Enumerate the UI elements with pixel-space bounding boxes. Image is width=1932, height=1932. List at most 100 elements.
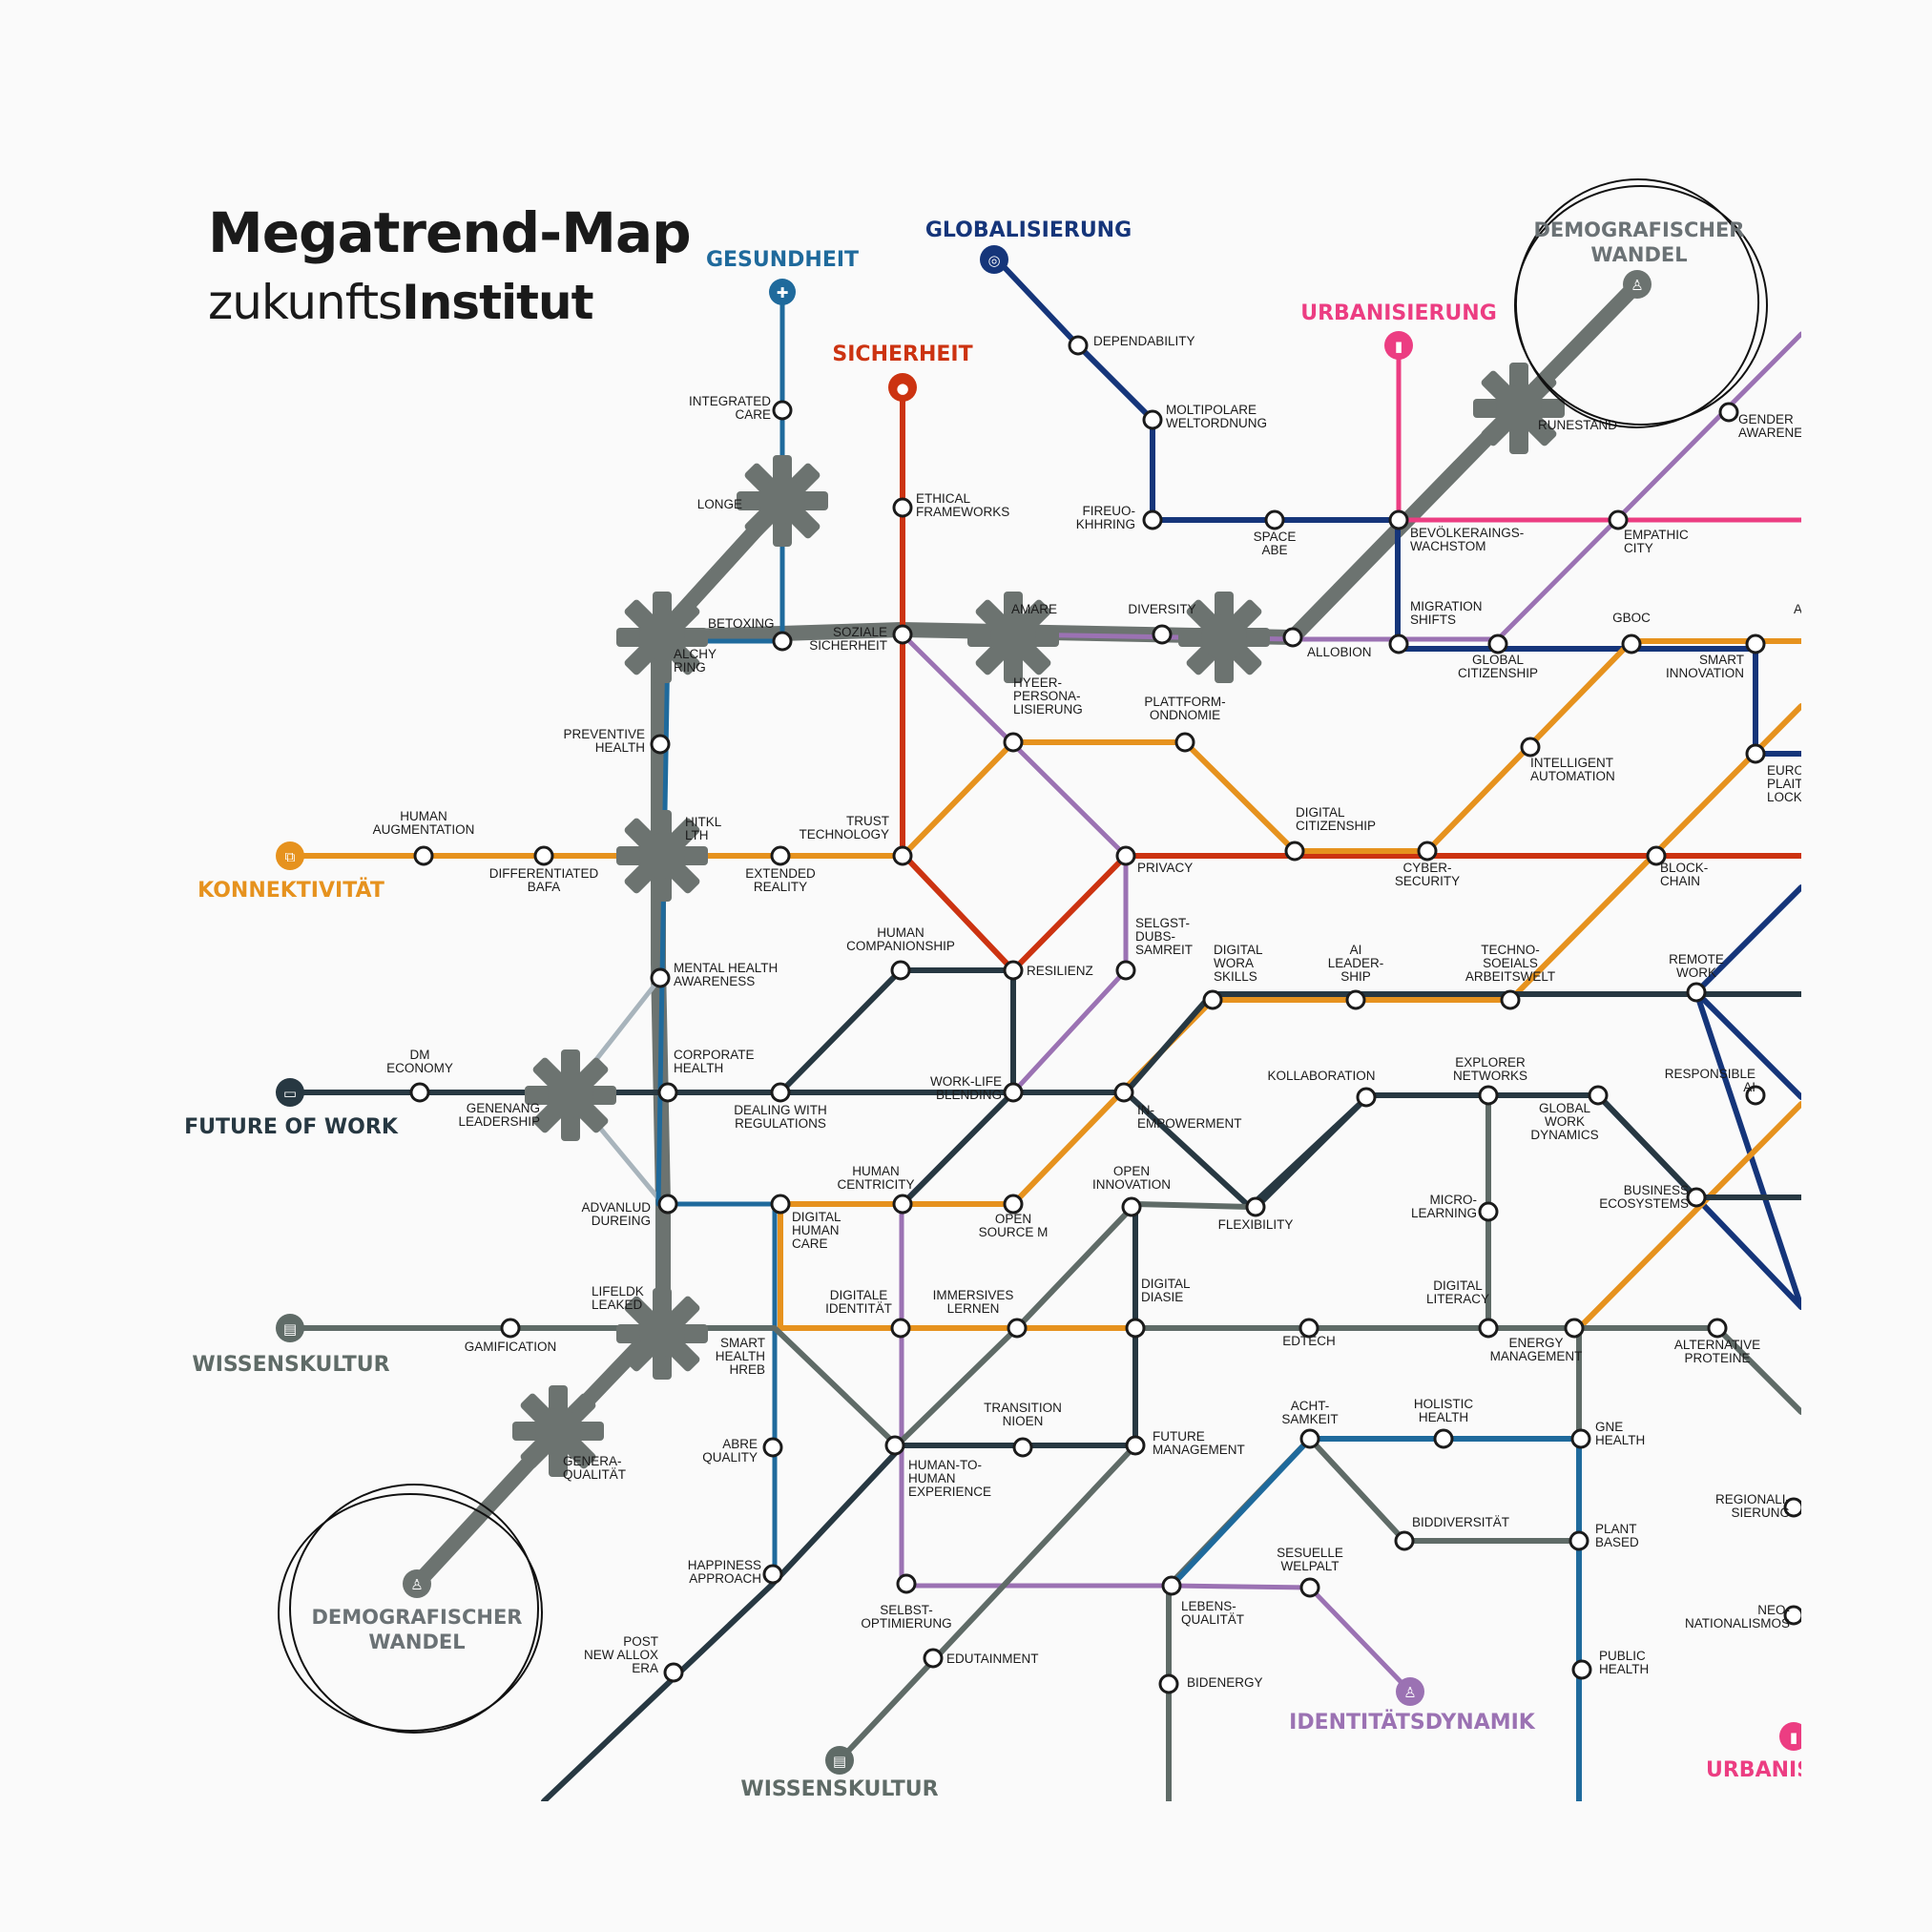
station-dot[interactable] bbox=[1125, 1435, 1146, 1456]
station-dot[interactable] bbox=[1068, 335, 1089, 356]
station-dot[interactable] bbox=[663, 1662, 684, 1683]
health-icon[interactable] bbox=[769, 279, 796, 305]
station-dot[interactable] bbox=[1500, 989, 1521, 1010]
station[interactable]: GAMIFICATION bbox=[465, 1318, 557, 1354]
station-dot[interactable] bbox=[650, 967, 671, 988]
knowledge-icon[interactable] bbox=[276, 1314, 304, 1342]
station-dot[interactable] bbox=[1621, 634, 1642, 654]
station[interactable]: FLEXIBILITY bbox=[1218, 1196, 1294, 1232]
station-dot[interactable] bbox=[1568, 1530, 1589, 1551]
station-dot[interactable] bbox=[1478, 1318, 1499, 1339]
laptop-icon[interactable] bbox=[276, 1078, 304, 1107]
station-dot[interactable] bbox=[533, 845, 554, 866]
station-dot[interactable] bbox=[1571, 1659, 1592, 1680]
station-dot[interactable] bbox=[1388, 634, 1409, 654]
knowledge-icon[interactable] bbox=[825, 1746, 854, 1775]
station-dot[interactable] bbox=[772, 631, 793, 652]
station-dot[interactable] bbox=[1003, 1082, 1024, 1103]
station-dot[interactable] bbox=[1686, 982, 1707, 1003]
station-dot[interactable] bbox=[1012, 1437, 1033, 1458]
station[interactable]: SELGST-DUBS-SAMREIT bbox=[1115, 916, 1193, 981]
station-dot[interactable] bbox=[762, 1437, 783, 1458]
station-dot[interactable] bbox=[1520, 737, 1541, 758]
station-dot[interactable] bbox=[413, 845, 434, 866]
station-dot[interactable] bbox=[1433, 1428, 1454, 1449]
station-dot[interactable] bbox=[409, 1082, 430, 1103]
station[interactable]: RESILIENZ bbox=[1003, 960, 1093, 981]
station-dot[interactable] bbox=[896, 1573, 917, 1594]
station-dot[interactable] bbox=[1113, 1082, 1134, 1103]
line-label-urbanisierung-bottom[interactable]: URBANIS bbox=[1706, 1758, 1812, 1782]
line-label-identitaet[interactable]: IDENTITÄTSDYNAMIK bbox=[1289, 1710, 1536, 1735]
station-dot[interactable] bbox=[1745, 1085, 1766, 1106]
globe-icon[interactable] bbox=[980, 245, 1008, 274]
station-dot[interactable] bbox=[892, 497, 913, 518]
station[interactable]: NEO-NATIONALISMOS bbox=[1685, 1603, 1802, 1631]
station[interactable]: BIDENERGY bbox=[1158, 1673, 1263, 1694]
line-label-urbanisierung[interactable]: URBANISIERUNG bbox=[1300, 301, 1497, 325]
station-dot[interactable] bbox=[1003, 960, 1024, 981]
station-dot[interactable] bbox=[1007, 1318, 1028, 1339]
station-dot[interactable] bbox=[1152, 624, 1173, 645]
station[interactable]: EDTECH bbox=[1282, 1318, 1336, 1348]
line-label-future-of-work[interactable]: FUTURE OF WORK bbox=[184, 1115, 399, 1139]
city-icon[interactable] bbox=[1384, 331, 1413, 360]
station-dot[interactable] bbox=[1718, 402, 1739, 423]
elderly-person-icon[interactable] bbox=[1623, 270, 1652, 299]
station[interactable]: PRIVACY bbox=[1115, 845, 1193, 875]
station-dot[interactable] bbox=[1284, 841, 1305, 862]
line-demografie-trunk[interactable] bbox=[409, 493, 790, 1591]
station-dot[interactable] bbox=[1161, 1575, 1182, 1596]
station-dot[interactable] bbox=[1115, 960, 1136, 981]
station-dot[interactable] bbox=[657, 1194, 678, 1215]
station-dot[interactable] bbox=[890, 1318, 911, 1339]
station-dot[interactable] bbox=[884, 1435, 905, 1456]
station-dot[interactable] bbox=[1158, 1673, 1179, 1694]
station-dot[interactable] bbox=[1388, 509, 1409, 530]
station[interactable]: CYBER-SECURITY bbox=[1395, 841, 1460, 888]
station[interactable]: AMARE bbox=[1011, 602, 1057, 616]
identity-icon[interactable] bbox=[1396, 1677, 1424, 1706]
station[interactable]: GBOC bbox=[1612, 611, 1651, 654]
station-dot[interactable] bbox=[1142, 409, 1163, 430]
station-dot[interactable] bbox=[1264, 509, 1285, 530]
station-dot[interactable] bbox=[657, 1082, 678, 1103]
station[interactable]: MICRO-LEARNING bbox=[1411, 1193, 1499, 1222]
station-dot[interactable] bbox=[1003, 1194, 1024, 1215]
station[interactable]: BETOXING bbox=[708, 616, 793, 652]
station-dot[interactable] bbox=[1646, 845, 1667, 866]
station-dot[interactable] bbox=[1299, 1428, 1320, 1449]
station-dot[interactable] bbox=[1003, 732, 1024, 753]
station-dot[interactable] bbox=[1707, 1318, 1728, 1339]
station-dot[interactable] bbox=[1356, 1087, 1377, 1108]
